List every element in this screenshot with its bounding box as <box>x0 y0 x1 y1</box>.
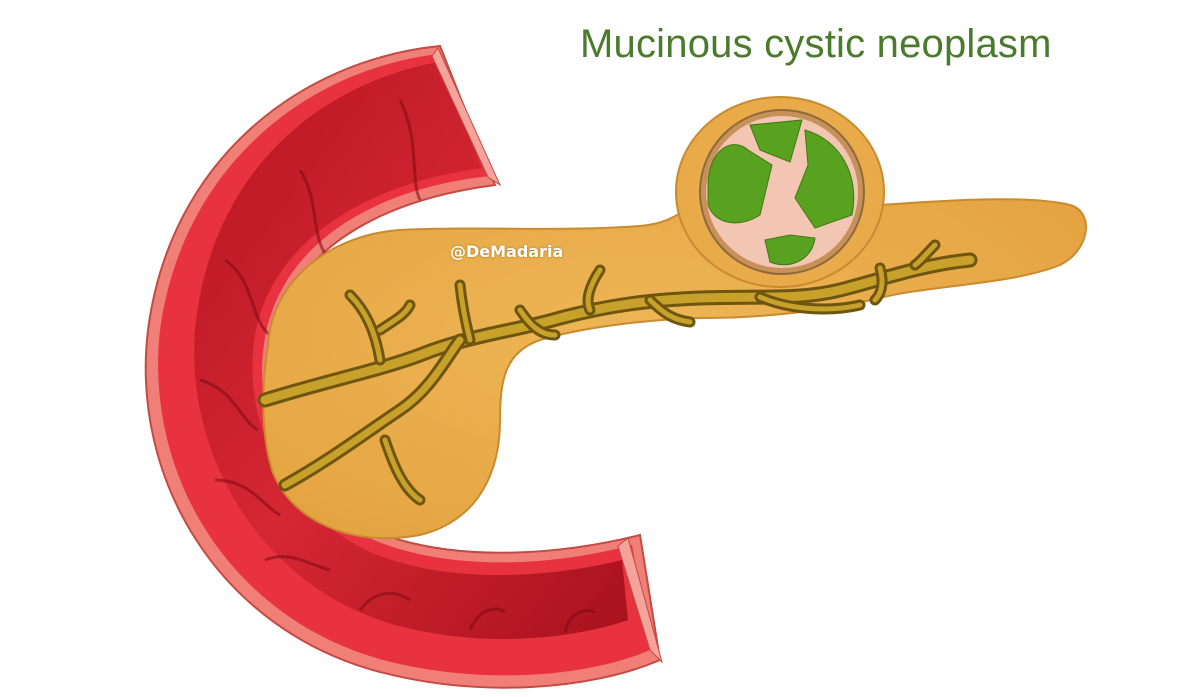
duodenum-lumen <box>194 62 629 639</box>
pancreas <box>262 173 1087 540</box>
cyst-locule <box>794 129 855 229</box>
figure-title: Mucinous cystic neoplasm <box>580 22 1052 66</box>
pancreatic-duct <box>257 239 978 506</box>
cyst-locule <box>707 144 773 224</box>
cyst-locule <box>749 119 803 163</box>
duodenum-cut-bottom <box>617 537 663 664</box>
author-credit: @DeMadaria <box>450 242 564 261</box>
duodenum-cut-top <box>431 47 502 187</box>
cyst-locule <box>764 234 816 266</box>
mucinous-cyst <box>675 96 885 288</box>
